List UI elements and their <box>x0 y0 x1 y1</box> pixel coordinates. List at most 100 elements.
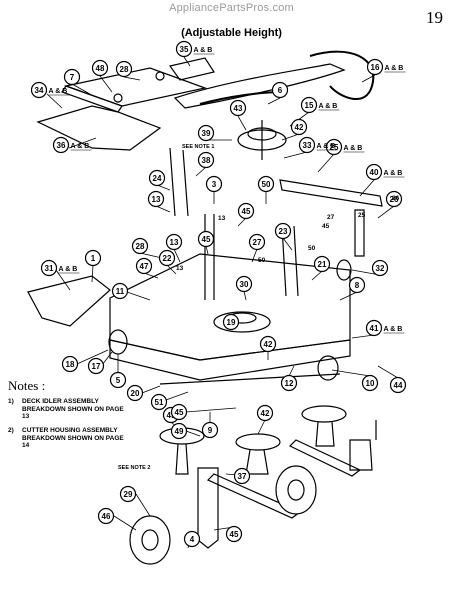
leader-line <box>331 369 371 377</box>
callout-number: 39 <box>202 129 211 138</box>
callout-number: 45 <box>167 411 176 420</box>
callout-bubble <box>280 374 298 392</box>
leader-line <box>156 184 171 191</box>
discharge-chute <box>27 275 111 327</box>
callout-35-variant-tag: A & B <box>194 47 213 54</box>
see-note-1-label: SEE NOTE 1 <box>182 144 214 150</box>
leader-line <box>76 349 109 365</box>
callout-number: 47 <box>140 262 149 271</box>
gauge-wheel-bracket <box>197 467 219 549</box>
callout-30: 30 <box>235 275 253 293</box>
callout-45: 45 <box>197 230 215 248</box>
callout-bubble <box>257 175 275 193</box>
blade-center <box>206 473 302 519</box>
callout-bubble <box>131 237 149 255</box>
callout-number: 44 <box>394 381 403 390</box>
callout-bubble <box>197 230 215 248</box>
callout-number: 18 <box>66 360 75 369</box>
callout-bubble <box>201 421 219 439</box>
callout-number: 35 <box>180 45 189 54</box>
callout-41: 41 <box>365 319 383 337</box>
callout-bubble <box>274 222 292 240</box>
callout-13: 13 <box>147 190 165 208</box>
callout-bubble <box>233 467 251 485</box>
callout-8: 8 <box>348 276 366 294</box>
lift-rod <box>279 179 383 207</box>
callout-number: 20 <box>131 389 140 398</box>
callout-9: 9 <box>201 421 219 439</box>
callout-bubble <box>30 81 48 99</box>
leader-line <box>143 272 159 279</box>
leader-line <box>71 83 91 95</box>
callout-bubble <box>389 376 407 394</box>
callout-bubble <box>205 175 223 193</box>
gauge-wheel-bracket-right <box>349 439 373 471</box>
leader-line <box>68 137 97 149</box>
callout-46: 46 <box>97 507 115 525</box>
spindle-left <box>175 443 189 475</box>
callout-bubble <box>115 60 133 78</box>
callout-bubble <box>63 68 81 86</box>
callout-25-variant-tag: A & B <box>344 145 363 152</box>
callout-number: 30 <box>240 280 249 289</box>
leader-lines <box>46 56 399 549</box>
callout-number: 45 <box>242 207 251 216</box>
leader-line <box>165 391 189 401</box>
callout-23: 23 <box>274 222 292 240</box>
callout-44: 44 <box>389 376 407 394</box>
line-art <box>27 50 383 565</box>
leader-line <box>282 237 293 251</box>
leader-line <box>281 133 300 141</box>
callout-number: 42 <box>295 123 304 132</box>
small-part-label: 50 <box>258 257 266 264</box>
callout-36-variant-tag: A & B <box>71 143 90 150</box>
gauge-wheel-left-hub <box>141 529 159 551</box>
leader-line <box>377 365 399 379</box>
callout-bubble <box>237 202 255 220</box>
callout-number: 28 <box>120 65 129 74</box>
callout-number: 38 <box>202 156 211 165</box>
small-part-label: 13 <box>176 265 184 272</box>
gauge-wheel-left <box>129 515 171 565</box>
callout-number: 8 <box>355 281 360 290</box>
callout-38: 38 <box>197 151 215 169</box>
callout-bubble <box>348 276 366 294</box>
callout-number: 49 <box>175 427 184 436</box>
callout-number: 17 <box>92 362 101 371</box>
callout-7: 7 <box>63 68 81 86</box>
callout-bubble <box>150 393 168 411</box>
callout-number: 42 <box>261 409 270 418</box>
callout-10: 10 <box>361 374 379 392</box>
callout-bubble <box>119 485 137 503</box>
callout-47: 47 <box>135 257 153 275</box>
callout-number: 42 <box>264 340 273 349</box>
callout-6: 6 <box>271 81 289 99</box>
callout-bubble <box>229 99 247 117</box>
callout-bubble <box>300 96 318 114</box>
callout-45: 45 <box>237 202 255 220</box>
callout-50: 50 <box>257 175 275 193</box>
callout-number: 24 <box>153 174 162 183</box>
gauge-wheel-right <box>275 465 317 515</box>
callout-bubble <box>361 374 379 392</box>
leader-line <box>317 153 335 173</box>
callout-number: 34 <box>35 86 44 95</box>
callout-number: 46 <box>102 512 111 521</box>
callout-bubble <box>40 259 58 277</box>
leader-line <box>135 493 151 517</box>
leader-line <box>99 75 113 93</box>
callout-31: 31 <box>40 259 58 277</box>
callout-bubble <box>84 249 102 267</box>
callout-bubble <box>371 259 389 277</box>
callout-28: 28 <box>115 60 133 78</box>
callout-bubble <box>175 40 193 58</box>
callout-bubble <box>365 163 383 181</box>
callout-bubble <box>248 233 266 251</box>
leader-line <box>251 248 258 263</box>
leader-line <box>377 205 395 219</box>
callout-number: 3 <box>212 180 217 189</box>
spindle-center <box>245 449 269 475</box>
cover-knob <box>155 71 165 81</box>
